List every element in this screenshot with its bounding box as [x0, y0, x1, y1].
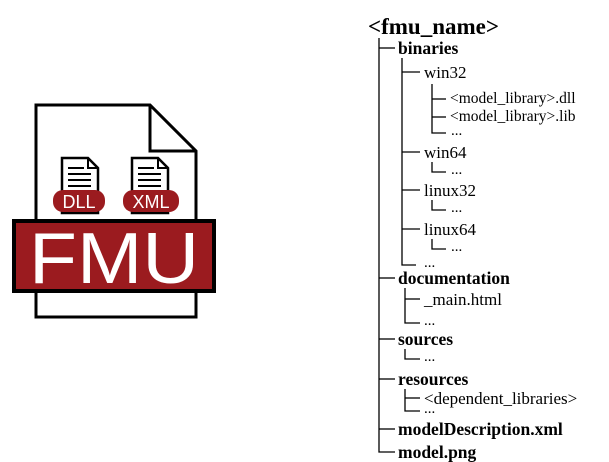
folder-linux64: linux64 [424, 220, 476, 239]
folder-sources: sources [398, 329, 454, 349]
folder-win32: win32 [424, 63, 467, 82]
win32-more: ... [451, 123, 463, 139]
file-main-html: _main.html [424, 290, 502, 309]
folder-resources: resources [398, 369, 469, 389]
xml-file-icon: XML [123, 156, 179, 215]
fmu-logo: DLL XML FMU [12, 103, 216, 319]
linux64-more: ... [451, 239, 463, 255]
file-model-description: modelDescription.xml [398, 419, 563, 439]
file-model-png: model.png [398, 442, 477, 462]
binaries-more: ... [424, 255, 436, 271]
dll-file-icon: DLL [53, 156, 105, 215]
resources-more: ... [424, 401, 436, 417]
win64-more: ... [451, 162, 463, 178]
folder-win64: win64 [424, 143, 467, 162]
document-fold [148, 105, 196, 153]
folder-binaries: binaries [398, 38, 459, 58]
linux32-more: ... [451, 200, 463, 216]
sources-more: ... [424, 349, 436, 365]
file-model-lib: <model_library>.lib [450, 108, 576, 125]
fmu-banner-label: FMU [29, 219, 199, 299]
folder-documentation: documentation [398, 268, 510, 288]
dll-label: DLL [62, 192, 95, 212]
xml-label: XML [132, 192, 169, 212]
tree-root: <fmu_name> [368, 14, 499, 39]
file-model-dll: <model_library>.dll [450, 90, 576, 107]
folder-linux32: linux32 [424, 181, 476, 200]
file-dependent-libraries: <dependent_libraries> [424, 389, 578, 408]
documentation-more: ... [424, 313, 436, 329]
